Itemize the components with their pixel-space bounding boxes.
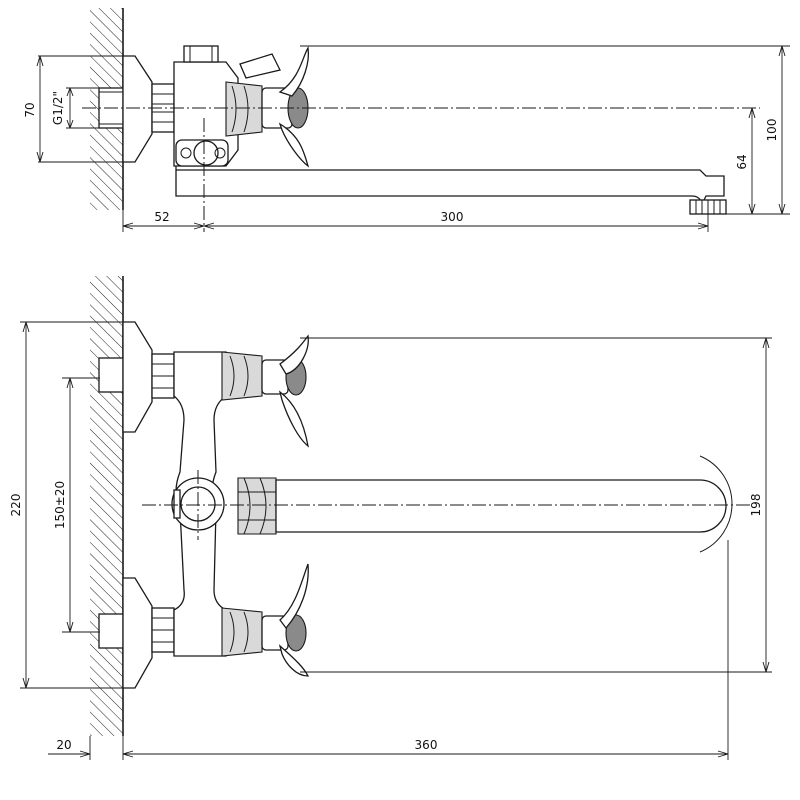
side-view: 70 G1/2" 100 64 52 300 — [23, 8, 790, 232]
valve-body-side — [225, 81, 263, 137]
front-view: 220 150±20 198 20 360 — [9, 276, 772, 760]
valve-lower — [221, 607, 263, 657]
dim-offset-label: 52 — [154, 210, 169, 224]
escutcheon-lower — [122, 577, 153, 689]
handle-lever-upper-a — [279, 334, 309, 375]
dim-total-length-label: 360 — [415, 738, 438, 752]
escutcheon-upper — [122, 321, 153, 433]
handle-lever-upper-b — [278, 390, 309, 448]
dim-total-height-front-label: 220 — [9, 494, 23, 517]
handle-lever-lower-b — [278, 644, 310, 677]
spout-tip-outline — [699, 455, 733, 553]
dim-spout-height-label: 64 — [735, 154, 749, 169]
dim-wall-offset-label: 20 — [56, 738, 71, 752]
spout-side — [175, 166, 725, 206]
wall-pipe-upper — [98, 357, 124, 393]
valve-upper — [221, 351, 263, 401]
dim-height-label: 70 — [23, 102, 37, 117]
dim-thread-label: G1/2" — [51, 91, 65, 125]
wall-hatch-bottom — [90, 276, 123, 736]
spout-front — [275, 479, 727, 533]
handle-lever-top-side — [278, 46, 310, 97]
top-cap-side — [183, 45, 219, 63]
wall-pipe-lower — [98, 613, 124, 649]
spout-socket-side — [193, 140, 219, 166]
dim-total-height-side-label: 100 — [765, 119, 779, 142]
dim-spout-span-label: 198 — [749, 494, 763, 517]
dim-centers-label: 150±20 — [53, 481, 67, 529]
spout-nut-front — [237, 477, 277, 535]
dim-spout-length-label: 300 — [441, 210, 464, 224]
escutcheon-top — [122, 55, 153, 163]
handle-lever-lower-a — [279, 563, 309, 630]
handle-lever-bottom-side — [278, 122, 310, 168]
